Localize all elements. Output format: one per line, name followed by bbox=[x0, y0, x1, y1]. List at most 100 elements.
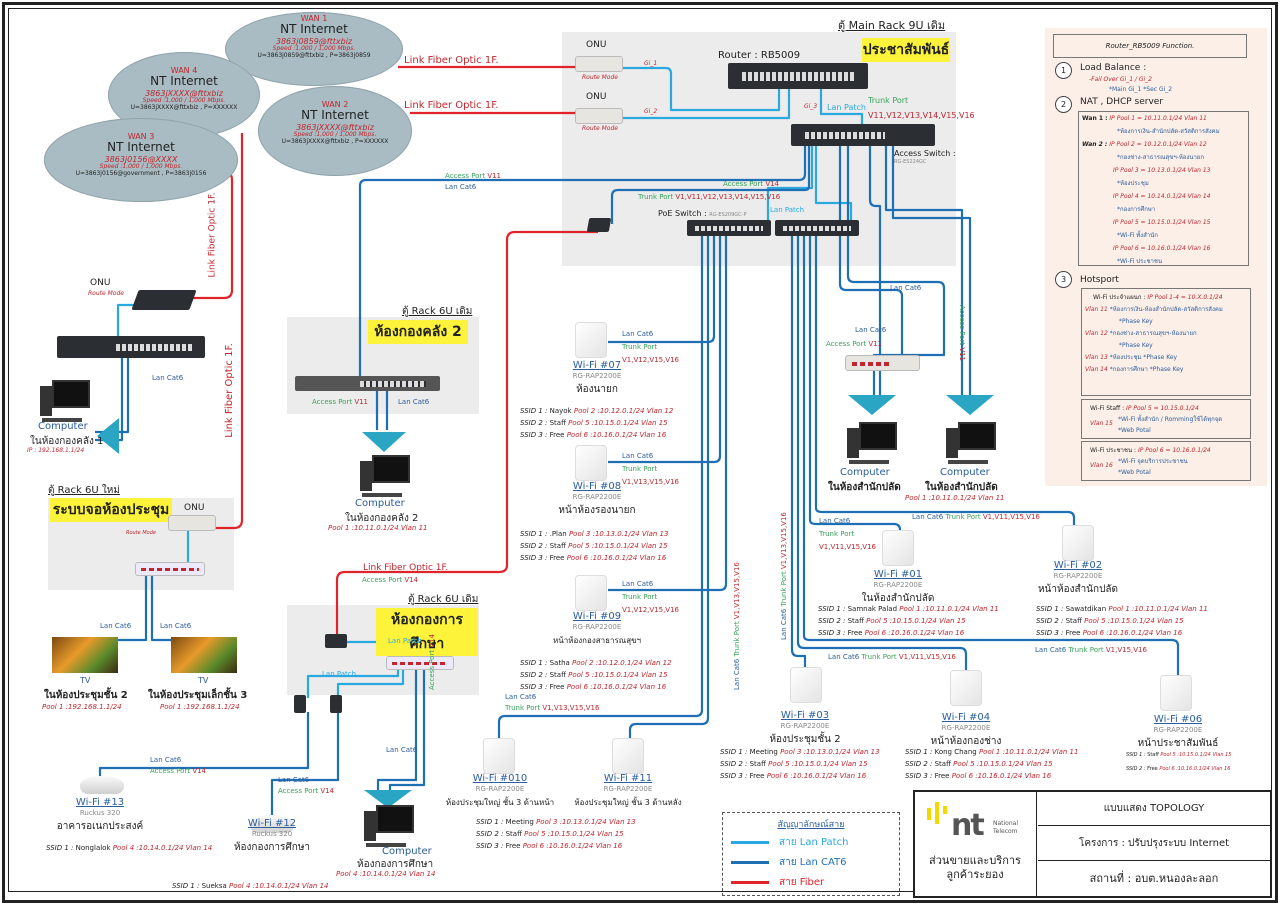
wifi-ap-icon[interactable] bbox=[612, 738, 644, 774]
wifi-ap-icon[interactable] bbox=[575, 575, 607, 611]
section-number: 1 bbox=[1055, 62, 1072, 79]
wifi-ap-icon[interactable] bbox=[1062, 525, 1094, 561]
trunk-vlans-label: V11,V12,V13,V14,V15,V16 bbox=[868, 111, 975, 120]
title-block: nt National Telecom ส่วนขายและบริการ ลูก… bbox=[913, 790, 1272, 898]
wifi-ap-icon[interactable] bbox=[483, 738, 515, 774]
ssid-index: SSID 2 : bbox=[520, 671, 548, 679]
ssid-name: Free bbox=[934, 772, 950, 780]
computer-location: ในห้องกองคลัง 2 bbox=[345, 513, 419, 524]
ssid-list: SSID 1 : Kong Chang Pool 1 :10.11.0.1/24… bbox=[905, 746, 1078, 782]
section-title: NAT , DHCP server bbox=[1080, 97, 1164, 107]
vertical-link-label: Lan Cat6 Trunk Port V1,V13,V15,V16 bbox=[780, 512, 788, 640]
wifi-ap-icon[interactable] bbox=[575, 322, 607, 358]
ruckus-ap-icon[interactable] bbox=[250, 815, 294, 833]
ssid-row: SSID 3 : Free Pool 6 :10.16.0.1/24 Vlan … bbox=[905, 770, 1078, 782]
wan-speed: Speed :1,000 / 1,000 Mbps. bbox=[293, 131, 377, 139]
wifi-ap-icon[interactable] bbox=[882, 530, 914, 566]
ssid-pool: Pool 1 :10.11.0.1/24 bbox=[1108, 605, 1180, 613]
wan-account: 3863j0156@XXXX bbox=[104, 154, 178, 164]
computer-location: ห้องกองการศึกษา bbox=[357, 859, 434, 870]
ssid-pool: Pool 6 :10.16.0.1/24 bbox=[766, 772, 838, 780]
vlan-label: V11 bbox=[487, 172, 502, 180]
vlan-label: V1,V11,V15,V16 bbox=[819, 543, 877, 551]
ssid-name: Sawatdikan bbox=[1065, 605, 1107, 613]
computer-label: Computer bbox=[38, 421, 88, 432]
wifi-ap-icon[interactable] bbox=[575, 445, 607, 481]
ssid-list: SSID 1 : Sawatdikan Pool 1 :10.11.0.1/24… bbox=[1036, 603, 1208, 639]
ap-model: RG-RAP2200E bbox=[873, 581, 923, 589]
computer-icon bbox=[845, 422, 899, 468]
ssid-vlan: Vlan 15 bbox=[841, 760, 868, 768]
ssid-index: SSID 3 : bbox=[1036, 629, 1064, 637]
onu1-label: ONU bbox=[586, 40, 607, 50]
port-label: Trunk Port bbox=[945, 513, 981, 521]
vlan-label: V14 bbox=[765, 180, 780, 188]
left-onu-router bbox=[131, 290, 197, 310]
wan-credentials: U=3863j0859@fttxbiz , P=3863j0859 bbox=[257, 52, 371, 60]
ap-location: ห้องกองการศึกษา bbox=[233, 842, 311, 853]
ssid-vlan: Vlan 16 bbox=[937, 629, 965, 637]
pool-line: IP Pool 6 = 10.16.0.1/24 Vlan 16 bbox=[1113, 245, 1211, 252]
vlan-label: V11 bbox=[868, 340, 883, 348]
ap-model: RG-RAP2200E bbox=[572, 493, 622, 501]
wifi-ap-icon[interactable] bbox=[790, 667, 822, 703]
ssid-row: SSID 1 : Satha Pool 2 :10.12.0.1/24 Vlan… bbox=[520, 657, 672, 669]
port-label: Trunk Port bbox=[622, 465, 658, 473]
pool-desc: *ห้องการเงิน-สำนักปลัด-สวัสดิการสังคม bbox=[1117, 128, 1220, 135]
tv-location: ในห้องประชุมเล็กชั้น 3 bbox=[148, 690, 248, 701]
ssid-name: Staff bbox=[749, 760, 766, 768]
fiber-label-wan1: Link Fiber Optic 1F. bbox=[404, 55, 499, 66]
ssid-list: SSID 1 : Nonglalok Pool 4 :10.14.0.1/24 … bbox=[46, 842, 212, 854]
ap-link-label: Lan Cat6 Trunk Port V1,V11,V15,V16 bbox=[819, 515, 876, 554]
vlan-label: Vlan 12 bbox=[1085, 330, 1108, 337]
ssid-name: Free bbox=[1065, 629, 1081, 637]
ssid-pool: Pool 6 :10.16.0.1/24 bbox=[1159, 766, 1210, 772]
lan-cat6-label: Lan Cat6 bbox=[890, 284, 922, 292]
wan-title: NT Internet bbox=[280, 22, 348, 37]
access-port-label: Access Port bbox=[958, 305, 966, 346]
wifi-ap-icon[interactable] bbox=[1160, 675, 1192, 711]
ssid-list: SSID 1 : Meeting Pool 3 :10.13.0.1/24 Vl… bbox=[720, 746, 880, 782]
vlan-label: V11 bbox=[354, 398, 369, 406]
vlan-label: V1,V13,V15,V16 bbox=[542, 704, 600, 712]
ssid-pool: Pool 1 :10.11.0.1/24 bbox=[978, 748, 1050, 756]
legend-item: สาย Lan CAT6 bbox=[779, 857, 847, 868]
wifi-ap-icon[interactable] bbox=[950, 670, 982, 706]
ssid-vlan: Vlan 15 bbox=[1026, 760, 1053, 768]
ssid-name: Staff bbox=[549, 542, 566, 550]
ap-name: Wi-Fi #02 bbox=[1053, 560, 1103, 571]
onu1-device bbox=[575, 56, 623, 72]
ssid-pool: Pool 5 :10.15.0.1/24 bbox=[1160, 752, 1211, 758]
trunk-vlans-label: V1,V11,V12,V13,V14,V15,V16 bbox=[675, 193, 781, 201]
lan-cat6-label: Lan Cat6 bbox=[160, 622, 192, 630]
ap-link-label: Lan Cat6 Access Port V14 bbox=[278, 775, 334, 797]
ssid-pool: Pool 2 :10.12.0.1/24 bbox=[572, 659, 643, 667]
ssid-pool: Pool 3 :10.13.0.1/24 bbox=[536, 818, 607, 826]
lan-cat6-label: Lan Cat6 bbox=[855, 326, 887, 334]
ssid-index: SSID 2 : bbox=[720, 760, 748, 768]
ruckus-ap-icon[interactable] bbox=[80, 776, 124, 794]
panel-title: Router_RB5009 Function. bbox=[1053, 34, 1247, 58]
ssid-name: .Plan bbox=[549, 530, 567, 538]
ap-model: RG-RAP2200E bbox=[780, 722, 830, 730]
wan-credentials: U=3863jXXXX@fttxbiz , P=XXXXXX bbox=[130, 104, 238, 112]
ap-label: Wi-Fi #07 RG-RAP2200E ห้องนายก bbox=[507, 360, 687, 395]
tv-pool: Pool 1 :192.168.1.1/24 bbox=[160, 703, 240, 711]
vlan-label: V1,V11,V15,V16 bbox=[898, 653, 956, 661]
ssid-list: SSID 1 : Satha Pool 2 :10.12.0.1/24 Vlan… bbox=[520, 657, 672, 693]
ap-location: อาคารอเนกประสงค์ bbox=[56, 821, 144, 832]
section-number: 3 bbox=[1055, 271, 1072, 288]
access-port-label: Access Port bbox=[723, 180, 764, 188]
section-number: 2 bbox=[1055, 96, 1072, 113]
ssid-row: SSID 2 : Staff Pool 5 :10.15.0.1/24 Vlan… bbox=[905, 758, 1078, 770]
poe-switch-label: PoE Switch : bbox=[658, 209, 707, 218]
ap-link-label: Lan Cat6 Trunk Port V1,V11,V15,V16 bbox=[912, 512, 1040, 523]
ssid-name: Free bbox=[505, 842, 521, 850]
tv-label: TV bbox=[80, 676, 91, 685]
vlan-label: V1,V15,V16 bbox=[1105, 646, 1147, 654]
ssid-index: SSID 1 : bbox=[905, 748, 933, 756]
vlan-label: Vlan 14 bbox=[1085, 366, 1108, 373]
ssid-row: SSID 1 : Kong Chang Pool 1 :10.11.0.1/24… bbox=[905, 746, 1078, 758]
ap-location: หน้าห้องรองนายก bbox=[558, 505, 636, 516]
router-label: Router : RB5009 bbox=[718, 50, 801, 61]
